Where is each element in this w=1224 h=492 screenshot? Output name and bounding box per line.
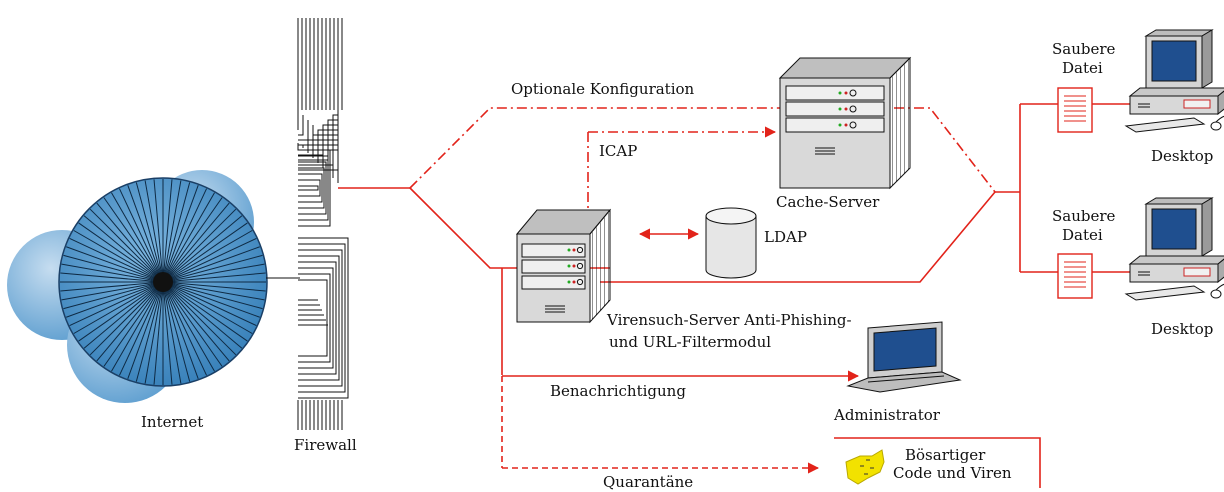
- scan-server-label-line1: Virensuch-Server Anti-Phishing-: [607, 311, 852, 329]
- ldap-database-icon: [705, 207, 757, 279]
- scan-server-label-line2: und URL-Filtermodul: [609, 333, 772, 351]
- clean-file-2-label-line1: Saubere: [1052, 207, 1116, 225]
- internet-label: Internet: [141, 413, 204, 431]
- cache-server-label: Cache-Server: [776, 193, 880, 211]
- malicious-label-line1: Bösartiger: [905, 446, 986, 464]
- optional-config-label: Optionale Konfiguration: [511, 80, 695, 98]
- laptop-icon: [846, 321, 962, 393]
- document-icon: [1057, 253, 1093, 299]
- clean-file-2-label-line2: Datei: [1062, 226, 1103, 244]
- clean-file-1-label-line2: Datei: [1062, 59, 1103, 77]
- desktop-computer-icon: [1124, 197, 1224, 301]
- malicious-label-line2: Code und Viren: [893, 464, 1012, 482]
- virus-scan-server-icon: [515, 208, 612, 324]
- quarantine-label: Quarantäne: [603, 473, 694, 491]
- virus-bug-icon: [845, 449, 885, 485]
- icap-label: ICAP: [599, 142, 638, 160]
- quarantine-lines: [501, 376, 820, 474]
- optional-config-lines: [409, 107, 996, 226]
- administrator-label: Administrator: [834, 406, 940, 424]
- firewall-label: Firewall: [294, 436, 357, 454]
- desktop-1-label: Desktop: [1151, 147, 1214, 165]
- firewall-icon: [297, 18, 349, 430]
- notification-label: Benachrichtigung: [550, 382, 686, 400]
- ldap-label: LDAP: [764, 228, 807, 246]
- clean-file-1-label-line1: Saubere: [1052, 40, 1116, 58]
- document-icon: [1057, 87, 1093, 133]
- desktop-2-label: Desktop: [1151, 320, 1214, 338]
- globe-icon: [7, 170, 268, 403]
- cache-server-icon: [778, 56, 912, 190]
- desktop-computer-icon: [1124, 29, 1224, 133]
- connection-lines: [338, 103, 1140, 488]
